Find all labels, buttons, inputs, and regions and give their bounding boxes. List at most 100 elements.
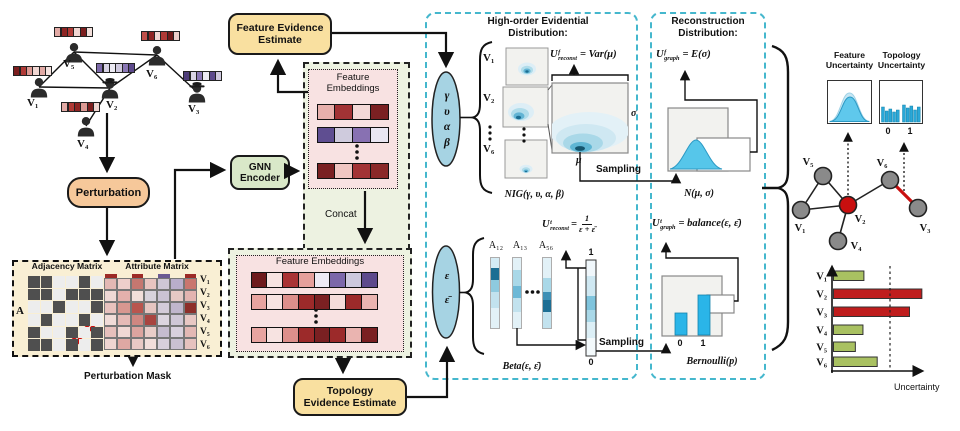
attribute-cell xyxy=(104,314,118,326)
adjacency-cell xyxy=(91,326,103,339)
alpha-symbol: α xyxy=(443,121,451,133)
adjacency-cell xyxy=(53,288,65,301)
embedding-cell xyxy=(329,327,347,343)
topology-evidence-box: Topology Evidence Estimate xyxy=(293,378,407,416)
perturbation-mask-label: Perturbation Mask xyxy=(84,371,172,382)
sampling-topology-label: Sampling xyxy=(599,337,645,348)
embedding-row xyxy=(316,104,389,120)
bar-one-label: 1 xyxy=(588,247,594,257)
attribute-cell xyxy=(117,338,131,350)
attribute-row-label: V₃ xyxy=(200,300,210,311)
adjacency-cell xyxy=(53,339,65,351)
attribute-cell xyxy=(104,278,118,290)
perturbation-label: Perturbation xyxy=(75,186,142,199)
attribute-cell xyxy=(170,290,184,302)
topology-uncertainty-title: Topology Uncertainty xyxy=(877,50,926,70)
embedding-cell xyxy=(313,294,331,310)
upsilon-symbol: υ xyxy=(444,105,450,118)
attribute-row-label: V₂ xyxy=(200,287,210,298)
input-node-label: V₂ xyxy=(106,99,118,111)
feature-evidence-box: Feature Evidence Estimate xyxy=(228,13,332,55)
attribute-cell xyxy=(104,326,118,338)
sigma-label: σ xyxy=(631,108,637,119)
embedding-cell xyxy=(297,294,315,310)
adjacency-cell xyxy=(28,339,40,351)
attribute-cell xyxy=(183,338,198,350)
adjacency-cell xyxy=(91,276,103,288)
a56-label: A₅₆ xyxy=(538,240,554,251)
topo-axis-zero: 0 xyxy=(885,126,891,136)
embedding-cell xyxy=(334,163,354,179)
attribute-cell xyxy=(170,326,184,338)
attribute-cell xyxy=(130,338,144,350)
embedding-cell xyxy=(344,272,362,288)
embedding-row xyxy=(250,272,378,288)
attribute-cell xyxy=(157,278,171,290)
attribute-cell xyxy=(117,326,131,338)
feature-embeddings-top-title: Feature Embeddings xyxy=(326,72,380,94)
embedding-cell xyxy=(282,327,300,343)
attribute-cell xyxy=(117,290,131,302)
embedding-cell xyxy=(313,327,331,343)
adjacency-cell xyxy=(40,326,53,339)
attribute-cell xyxy=(143,302,158,314)
attribute-cap-cell xyxy=(105,274,117,278)
beta-params-labels: ε ε̄ xyxy=(438,264,456,312)
embedding-cell xyxy=(266,327,284,343)
attribute-cap-cell xyxy=(184,274,197,278)
attribute-cell xyxy=(170,314,184,326)
attribute-cell xyxy=(183,290,198,302)
panel-v6-label: V₆ xyxy=(483,143,495,155)
adjacency-cell xyxy=(78,326,91,339)
adjacency-cell xyxy=(28,326,40,339)
embedding-cell xyxy=(316,104,336,120)
embedding-cell xyxy=(297,272,315,288)
embedding-cell xyxy=(352,127,372,143)
attribute-row-label: V₅ xyxy=(200,326,210,337)
attribute-cell xyxy=(117,314,131,326)
adjacency-cell xyxy=(28,301,40,313)
embedding-cell xyxy=(334,127,354,143)
embedding-cell xyxy=(313,272,331,288)
formula-base: U xyxy=(542,218,550,230)
attribute-cell xyxy=(183,326,198,338)
embedding-cell xyxy=(266,272,284,288)
embedding-cell xyxy=(250,272,268,288)
embedding-cell xyxy=(369,163,389,179)
adjacency-cell xyxy=(40,276,53,288)
adjacency-cell xyxy=(66,288,78,301)
attribute-cell xyxy=(143,278,158,290)
feature-strip-cell xyxy=(86,27,94,37)
embedding-cell xyxy=(360,294,378,310)
nig-distribution-label: NIG(γ, υ, α, β) xyxy=(504,189,565,200)
adjacency-cell xyxy=(91,301,103,313)
bar-zero-label: 0 xyxy=(588,357,594,367)
embedding-row xyxy=(316,163,389,179)
adjacency-cell xyxy=(40,288,53,301)
topology-evidence-label: Topology Evidence Estimate xyxy=(303,385,397,409)
a12-label: A₁₂ xyxy=(488,240,504,251)
feature-strip xyxy=(96,63,136,73)
bernoulli-distribution-label: Bernoulli(p) xyxy=(686,356,738,367)
embedding-cell xyxy=(344,327,362,343)
embedding-cell xyxy=(360,327,378,343)
gamma-symbol: γ xyxy=(444,90,450,102)
bernoulli-one-label: 1 xyxy=(700,338,706,348)
attribute-cell xyxy=(157,302,171,314)
embedding-cell xyxy=(250,327,268,343)
attribute-cell xyxy=(130,290,144,302)
beta-symbol: β xyxy=(444,136,450,149)
adjacency-cell xyxy=(40,301,53,313)
adjacency-cell xyxy=(91,314,103,326)
feature-strip-cell xyxy=(173,31,181,41)
attribute-cell xyxy=(183,302,198,314)
feature-embeddings-bottom-title: Feature Embeddings xyxy=(275,256,365,267)
feature-strip xyxy=(61,102,101,112)
adjacency-cell xyxy=(28,276,40,288)
attribute-row-label: V₆ xyxy=(200,339,210,350)
attribute-cell xyxy=(104,302,118,314)
attribute-cell xyxy=(130,302,144,314)
feature-uncertainty-title: Feature Uncertainty xyxy=(825,50,874,70)
